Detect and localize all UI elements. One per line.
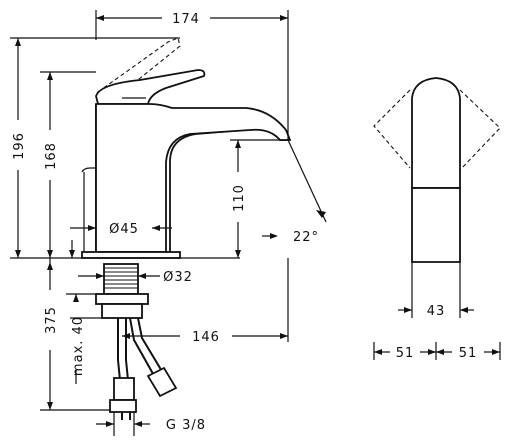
shank-threads: [104, 267, 138, 289]
dim-146: 146: [192, 330, 220, 345]
dim-174: 174: [172, 12, 200, 27]
faucet-front-view: [81, 37, 292, 420]
side-lever: [411, 77, 461, 189]
hose-fitting-right: [146, 366, 178, 398]
mounting-washer: [101, 303, 143, 319]
dim-43: 43: [427, 304, 446, 319]
side-lever-swing-left: [373, 89, 411, 169]
dim-375: 375: [44, 306, 59, 334]
hose-connector-left: [109, 399, 137, 413]
dim-196: 196: [12, 132, 27, 160]
mounting-nut: [95, 293, 149, 305]
dim-diameter-32: Ø32: [163, 270, 193, 285]
front-dimensions: 174 196 168 110 Ø45: [10, 10, 327, 436]
side-body: [411, 187, 461, 263]
dim-max-40: max. 40: [71, 316, 86, 376]
lever-raised-outline: [96, 37, 181, 97]
faucet-side-view: [373, 77, 501, 263]
dim-thread: G 3/8: [166, 418, 206, 433]
dim-angle-22: 22°: [293, 230, 319, 245]
dim-diameter-45: Ø45: [109, 222, 139, 237]
drain-rod: [81, 167, 96, 173]
dim-110: 110: [232, 184, 247, 212]
dim-51-left: 51: [396, 346, 415, 361]
dim-51-right: 51: [459, 346, 478, 361]
threaded-shank: [103, 263, 139, 295]
hose-fitting-left: [113, 377, 135, 401]
base-plate: [81, 251, 181, 259]
dim-168: 168: [44, 142, 59, 170]
side-dimensions: 43 51 51: [373, 262, 501, 361]
side-lever-swing-right: [459, 89, 501, 171]
lever-handle: [95, 69, 206, 105]
